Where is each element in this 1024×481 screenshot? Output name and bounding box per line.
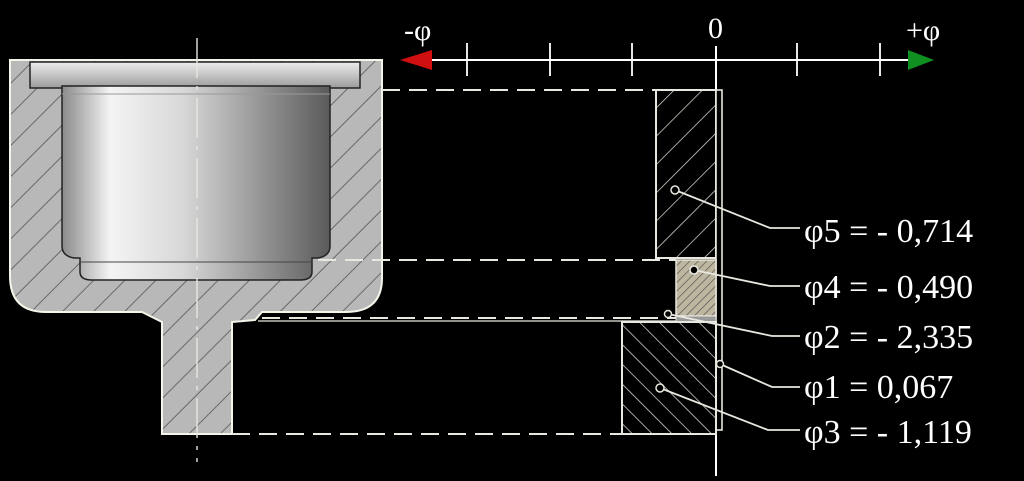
part-section [9, 38, 383, 462]
phi-bars [621, 89, 723, 435]
axis-zero-label: 0 [708, 12, 723, 45]
label-phi3: φ3 = - 1,119 [804, 414, 972, 451]
axis-ticks [466, 43, 881, 76]
bar-phi5 [655, 89, 717, 259]
bore-rim [29, 61, 361, 89]
axis-plus-label: +φ [906, 14, 940, 47]
bar-phi3 [621, 321, 717, 435]
phi-labels: φ5 = - 0,714 φ4 = - 0,490 φ2 = - 2,335 φ… [804, 213, 973, 451]
leader-dots [655, 185, 725, 393]
label-phi1: φ1 = 0,067 [804, 369, 953, 406]
projection-lines [232, 89, 676, 435]
plus-arrow-head [908, 50, 934, 70]
label-phi5: φ5 = - 0,714 [804, 213, 973, 250]
bore-cavity [61, 85, 331, 281]
label-phi2: φ2 = - 2,335 [804, 319, 973, 356]
leader-lines [659, 189, 800, 431]
label-phi4: φ4 = - 0,490 [804, 269, 973, 306]
minus-arrow-head [400, 50, 432, 70]
axis-minus-label: -φ [404, 14, 431, 47]
